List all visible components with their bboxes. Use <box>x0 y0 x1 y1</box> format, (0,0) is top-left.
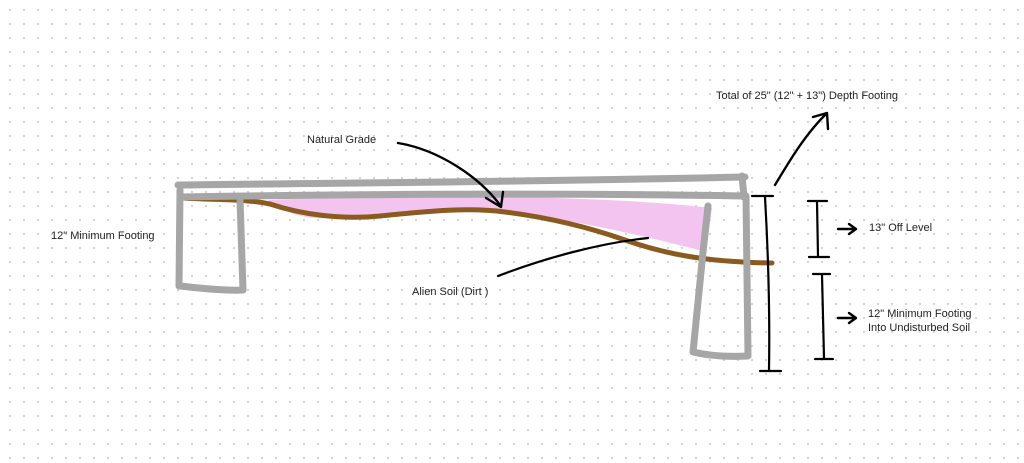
right-footing <box>689 192 752 360</box>
slab-top <box>174 173 749 189</box>
undisturbed-arrow <box>836 311 858 325</box>
slab-bottom <box>176 190 748 201</box>
off-level-arrow <box>836 222 858 236</box>
natural-grade-label: Natural Grade <box>307 134 377 146</box>
undisturbed-dimension <box>811 272 835 361</box>
alien-soil-pointer <box>496 236 650 278</box>
natural-grade-line <box>179 195 775 266</box>
total-depth-arrow <box>773 113 827 187</box>
alien-soil-label: Alien Soil (Dirt ) <box>412 286 489 298</box>
off-level-dimension <box>806 199 831 259</box>
total-depth-arrowhead <box>811 111 830 131</box>
total-depth-label: Total of 25" (12" + 13") Depth Footing <box>716 90 899 102</box>
alien-soil-fill <box>268 196 712 252</box>
total-depth-dimension <box>750 194 783 373</box>
off-level-label: 13" Off Level <box>869 222 933 234</box>
left-footing-label: 12" Minimum Footing <box>51 230 155 242</box>
left-footing <box>175 186 247 294</box>
natural-grade-arrowhead <box>484 190 505 209</box>
right-footing-label-line1: 12" Minimum Footing <box>868 308 972 320</box>
natural-grade-arrow <box>396 141 502 207</box>
right-footing-label-line2: Into Undisturbed Soil <box>868 322 971 334</box>
